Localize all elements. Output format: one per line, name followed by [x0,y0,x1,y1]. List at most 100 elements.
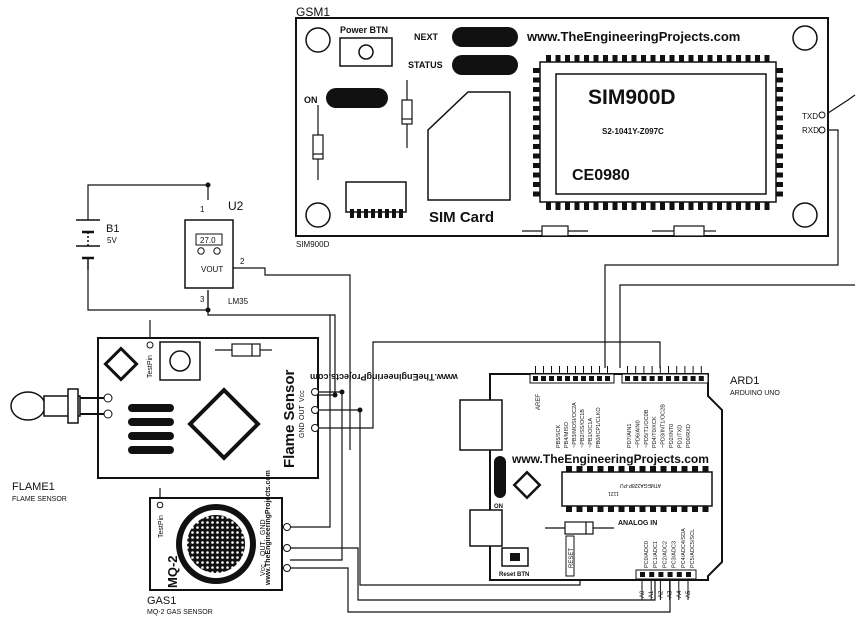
chip-pin [688,201,694,210]
diode [401,80,413,148]
potentiometer-knob [169,350,191,372]
header-pin[interactable] [533,376,538,381]
flame-title: Flame Sensor [281,369,298,468]
lm35-up-button[interactable] [213,247,221,255]
gas-vcc: Vcc [260,564,267,576]
flame-testpin-dot [146,341,154,349]
chip-pin [717,55,722,64]
arduino-analog-short-label: A4 [677,590,683,598]
arduino-top-pin-label: ~PB3/MOSI/OC2A [572,402,578,448]
gas-ref: GAS1 [147,595,176,607]
flame-gnd-pin[interactable] [311,424,319,432]
gas-website: www.TheEngineeringProjects.com [265,470,272,586]
gas-title: MQ-2 [165,556,180,589]
chip-pin [707,55,713,64]
arduino-analog-short-label: A1 [649,590,655,598]
chip-pin [593,201,599,210]
chip-pin [631,55,637,64]
chip-pin [717,201,722,210]
header-strip [529,373,615,384]
header-pin[interactable] [597,376,602,381]
header-pin[interactable] [581,376,586,381]
atmega-pin [660,505,667,512]
chip-pin [679,201,684,210]
atmega-pin [702,505,709,512]
gas-gnd-pin[interactable] [283,523,291,531]
flame-comparator-ic [187,387,261,461]
atmega-pin [639,466,646,473]
flame-pads [128,404,174,454]
chip-pin [774,115,783,121]
header-pin[interactable] [541,376,546,381]
gas-out-pin[interactable] [283,544,291,552]
header-pin[interactable] [640,572,645,577]
chip-pin [669,55,675,64]
chip-pin [774,125,783,130]
arduino-top-pin-label: PD1/TXD [677,425,683,448]
header-pin[interactable] [549,376,554,381]
chip-pin [533,125,542,130]
flame-out-pin[interactable] [311,406,319,414]
header-pin[interactable] [589,376,594,381]
header-pin[interactable] [667,572,673,577]
chip-pin [533,134,542,140]
atmega-label: ATMEGA328P-PU [620,482,661,488]
header-pin[interactable] [557,376,562,381]
chip-pin [533,144,542,149]
rxd-pin[interactable] [818,126,826,134]
header-pin[interactable] [676,572,682,577]
chip-pin [555,201,561,210]
header-pin[interactable] [690,376,696,381]
power-button[interactable] [339,37,393,67]
gas-gnd: GND [260,519,267,535]
header-pin[interactable] [625,376,630,381]
arduino-analog-pin-label: PC0/ADC0 [644,541,650,568]
header-pin[interactable] [666,376,671,381]
arduino-top-pin-label: PB5/SCK [556,424,562,448]
chip-pin [612,201,618,210]
header-pin[interactable] [657,376,663,381]
atmega-pin [639,505,646,512]
flame-vcc-pin[interactable] [311,388,319,396]
ic-pin [357,209,361,218]
atmega-pin [650,466,656,473]
header-pin[interactable] [658,572,664,577]
atmega-pin [597,505,604,512]
gas-sensor: TestPin MQ-2 www.TheEngineeringProjects.… [147,470,291,616]
chip-pin [533,182,542,187]
header-pin[interactable] [605,376,610,381]
lm35-sensor: U2 1 27.0 VOUT 2 3 LM35 [184,199,249,306]
header-pin[interactable] [573,376,578,381]
lm35-pin2: 2 [240,257,245,266]
sim-card-slot [427,91,511,201]
chip-pin [774,134,783,140]
gas-vcc-pin[interactable] [283,564,291,572]
arduino-analog-pin-label: PC4/ADC4/SDA [681,528,687,568]
potentiometer[interactable] [159,341,201,381]
header-pin[interactable] [649,376,655,381]
gas-out: OUT [260,541,267,557]
lm35-down-button[interactable] [197,247,205,255]
txd-pin[interactable] [818,111,826,119]
header-pin[interactable] [682,376,688,381]
next-label: NEXT [414,32,439,42]
header-pin[interactable] [674,376,680,381]
atmega-pin [566,505,572,512]
chip-pin [555,55,561,64]
chip-pin [533,191,542,197]
header-pin[interactable] [633,376,639,381]
header-pin[interactable] [686,572,691,577]
chip-pin [764,55,770,64]
atmega-pin [576,466,583,473]
header-pin[interactable] [641,376,647,381]
header-pin[interactable] [649,572,655,577]
ic-pin [378,209,382,218]
next-led [452,27,518,47]
chip-pin [698,55,703,64]
chip-pin [736,201,741,210]
chip-pin [745,55,751,64]
header-pin[interactable] [698,376,704,381]
header-pin[interactable] [565,376,570,381]
arduino-analog-short-label: A5 [686,590,692,598]
